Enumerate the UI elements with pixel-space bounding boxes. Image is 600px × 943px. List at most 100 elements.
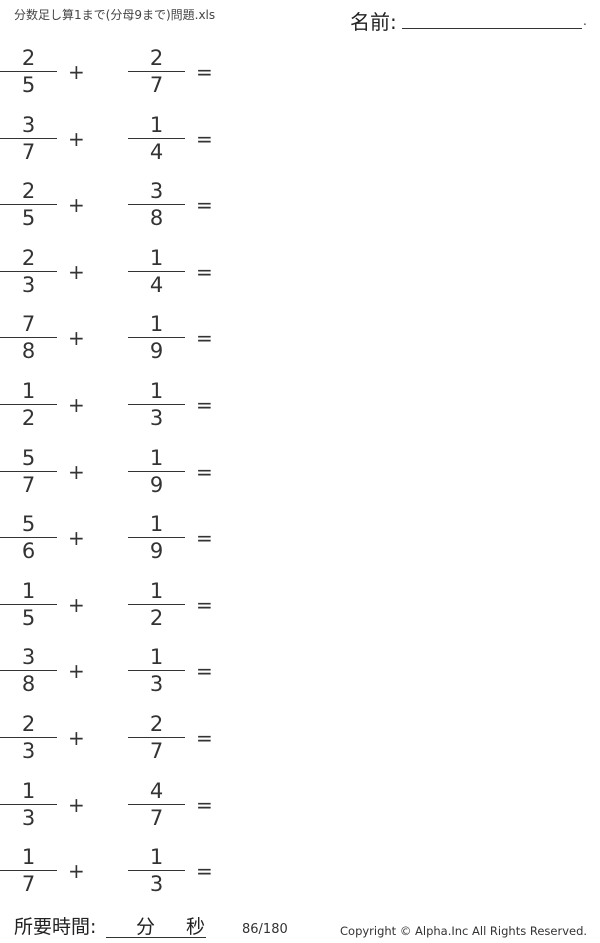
fraction-bar bbox=[0, 803, 57, 805]
problem-row: 2 3 + 2 7 = bbox=[0, 711, 260, 771]
numerator: 1 bbox=[149, 445, 164, 470]
denominator: 9 bbox=[149, 472, 164, 497]
denominator: 3 bbox=[149, 406, 164, 430]
first-fraction: 5 7 bbox=[0, 445, 57, 505]
plus-sign: + bbox=[68, 193, 85, 218]
fraction-bar bbox=[128, 137, 185, 139]
second-fraction: 2 7 bbox=[128, 711, 185, 771]
problem-row: 2 3 + 1 4 = bbox=[0, 245, 260, 305]
fraction-bar bbox=[128, 337, 185, 339]
plus-sign: + bbox=[68, 726, 85, 750]
first-fraction: 2 5 bbox=[0, 45, 57, 105]
denominator: 2 bbox=[149, 605, 164, 630]
numerator: 2 bbox=[149, 712, 164, 736]
denominator: 4 bbox=[149, 272, 164, 297]
numerator: 3 bbox=[21, 112, 36, 137]
problem-row: 1 2 + 1 3 = bbox=[0, 378, 260, 438]
numerator: 5 bbox=[21, 445, 36, 470]
minutes-label: 分 bbox=[136, 916, 156, 938]
problem-row: 1 7 + 1 3 = bbox=[0, 844, 260, 904]
denominator: 9 bbox=[149, 339, 164, 364]
numerator: 1 bbox=[149, 112, 164, 137]
second-fraction: 1 4 bbox=[128, 112, 185, 172]
denominator: 5 bbox=[21, 73, 36, 97]
equals-sign: = bbox=[196, 792, 213, 817]
numerator: 1 bbox=[149, 845, 164, 870]
second-fraction: 2 7 bbox=[128, 45, 185, 105]
numerator: 2 bbox=[21, 179, 36, 204]
copyright: Copyright © Alpha.Inc All Rights Reserve… bbox=[340, 924, 588, 938]
numerator: 1 bbox=[21, 578, 36, 603]
fraction-bar bbox=[128, 71, 185, 72]
time-blank-line bbox=[106, 937, 206, 938]
fraction-bar bbox=[0, 404, 57, 405]
fraction-bar bbox=[0, 870, 57, 872]
denominator: 6 bbox=[21, 539, 36, 564]
fraction-bar bbox=[128, 803, 185, 805]
equals-sign: = bbox=[196, 193, 213, 218]
fraction-bar bbox=[128, 603, 185, 605]
fraction-bar bbox=[0, 137, 57, 139]
equals-sign: = bbox=[196, 726, 213, 750]
first-fraction: 2 3 bbox=[0, 711, 57, 771]
second-fraction: 1 9 bbox=[128, 511, 185, 571]
first-fraction: 1 3 bbox=[0, 778, 57, 838]
numerator: 1 bbox=[149, 245, 164, 270]
equals-sign: = bbox=[196, 60, 213, 84]
page-number: 86/180 bbox=[242, 922, 288, 937]
fraction-bar bbox=[0, 603, 57, 605]
fraction-bar bbox=[0, 71, 57, 72]
second-fraction: 1 9 bbox=[128, 445, 185, 505]
first-fraction: 1 2 bbox=[0, 378, 57, 438]
denominator: 5 bbox=[21, 605, 36, 630]
numerator: 1 bbox=[21, 778, 36, 803]
denominator: 3 bbox=[21, 805, 36, 830]
problem-row: 1 3 + 4 7 = bbox=[0, 778, 260, 838]
problem-row: 1 5 + 1 2 = bbox=[0, 578, 260, 638]
fraction-bar bbox=[0, 204, 57, 206]
plus-sign: + bbox=[68, 859, 85, 884]
second-fraction: 1 3 bbox=[128, 844, 185, 904]
plus-sign: + bbox=[68, 60, 85, 84]
numerator: 1 bbox=[149, 312, 164, 337]
numerator: 4 bbox=[149, 778, 164, 803]
first-fraction: 7 8 bbox=[0, 311, 57, 371]
denominator: 8 bbox=[21, 672, 36, 697]
plus-sign: + bbox=[68, 459, 85, 484]
equals-sign: = bbox=[196, 326, 213, 351]
numerator: 2 bbox=[21, 46, 36, 70]
first-fraction: 3 7 bbox=[0, 112, 57, 172]
numerator: 1 bbox=[21, 845, 36, 870]
fraction-bar bbox=[0, 270, 57, 272]
name-label: 名前: bbox=[350, 10, 397, 34]
seconds-label: 秒 bbox=[186, 916, 206, 938]
problem-row: 3 8 + 1 3 = bbox=[0, 644, 260, 704]
numerator: 3 bbox=[21, 645, 36, 670]
plus-sign: + bbox=[68, 792, 85, 817]
numerator: 1 bbox=[149, 512, 164, 537]
second-fraction: 1 4 bbox=[128, 245, 185, 305]
numerator: 1 bbox=[149, 578, 164, 603]
plus-sign: + bbox=[68, 592, 85, 617]
denominator: 7 bbox=[21, 472, 36, 497]
plus-sign: + bbox=[68, 126, 85, 151]
first-fraction: 1 5 bbox=[0, 578, 57, 638]
denominator: 3 bbox=[21, 739, 36, 763]
plus-sign: + bbox=[68, 259, 85, 284]
denominator: 7 bbox=[21, 139, 36, 164]
fraction-bar bbox=[128, 470, 185, 472]
numerator: 5 bbox=[21, 512, 36, 537]
denominator: 9 bbox=[149, 539, 164, 564]
document-title: 分数足し算1まで(分母9まで)問題.xls bbox=[14, 8, 216, 22]
second-fraction: 1 3 bbox=[128, 644, 185, 704]
problem-row: 2 5 + 2 7 = bbox=[0, 45, 260, 105]
denominator: 8 bbox=[149, 206, 164, 231]
denominator: 4 bbox=[149, 139, 164, 164]
fraction-bar bbox=[128, 270, 185, 272]
numerator: 2 bbox=[21, 245, 36, 270]
denominator: 2 bbox=[21, 406, 36, 430]
denominator: 3 bbox=[21, 272, 36, 297]
equals-sign: = bbox=[196, 592, 213, 617]
fraction-bar bbox=[128, 537, 185, 539]
numerator: 1 bbox=[21, 379, 36, 403]
